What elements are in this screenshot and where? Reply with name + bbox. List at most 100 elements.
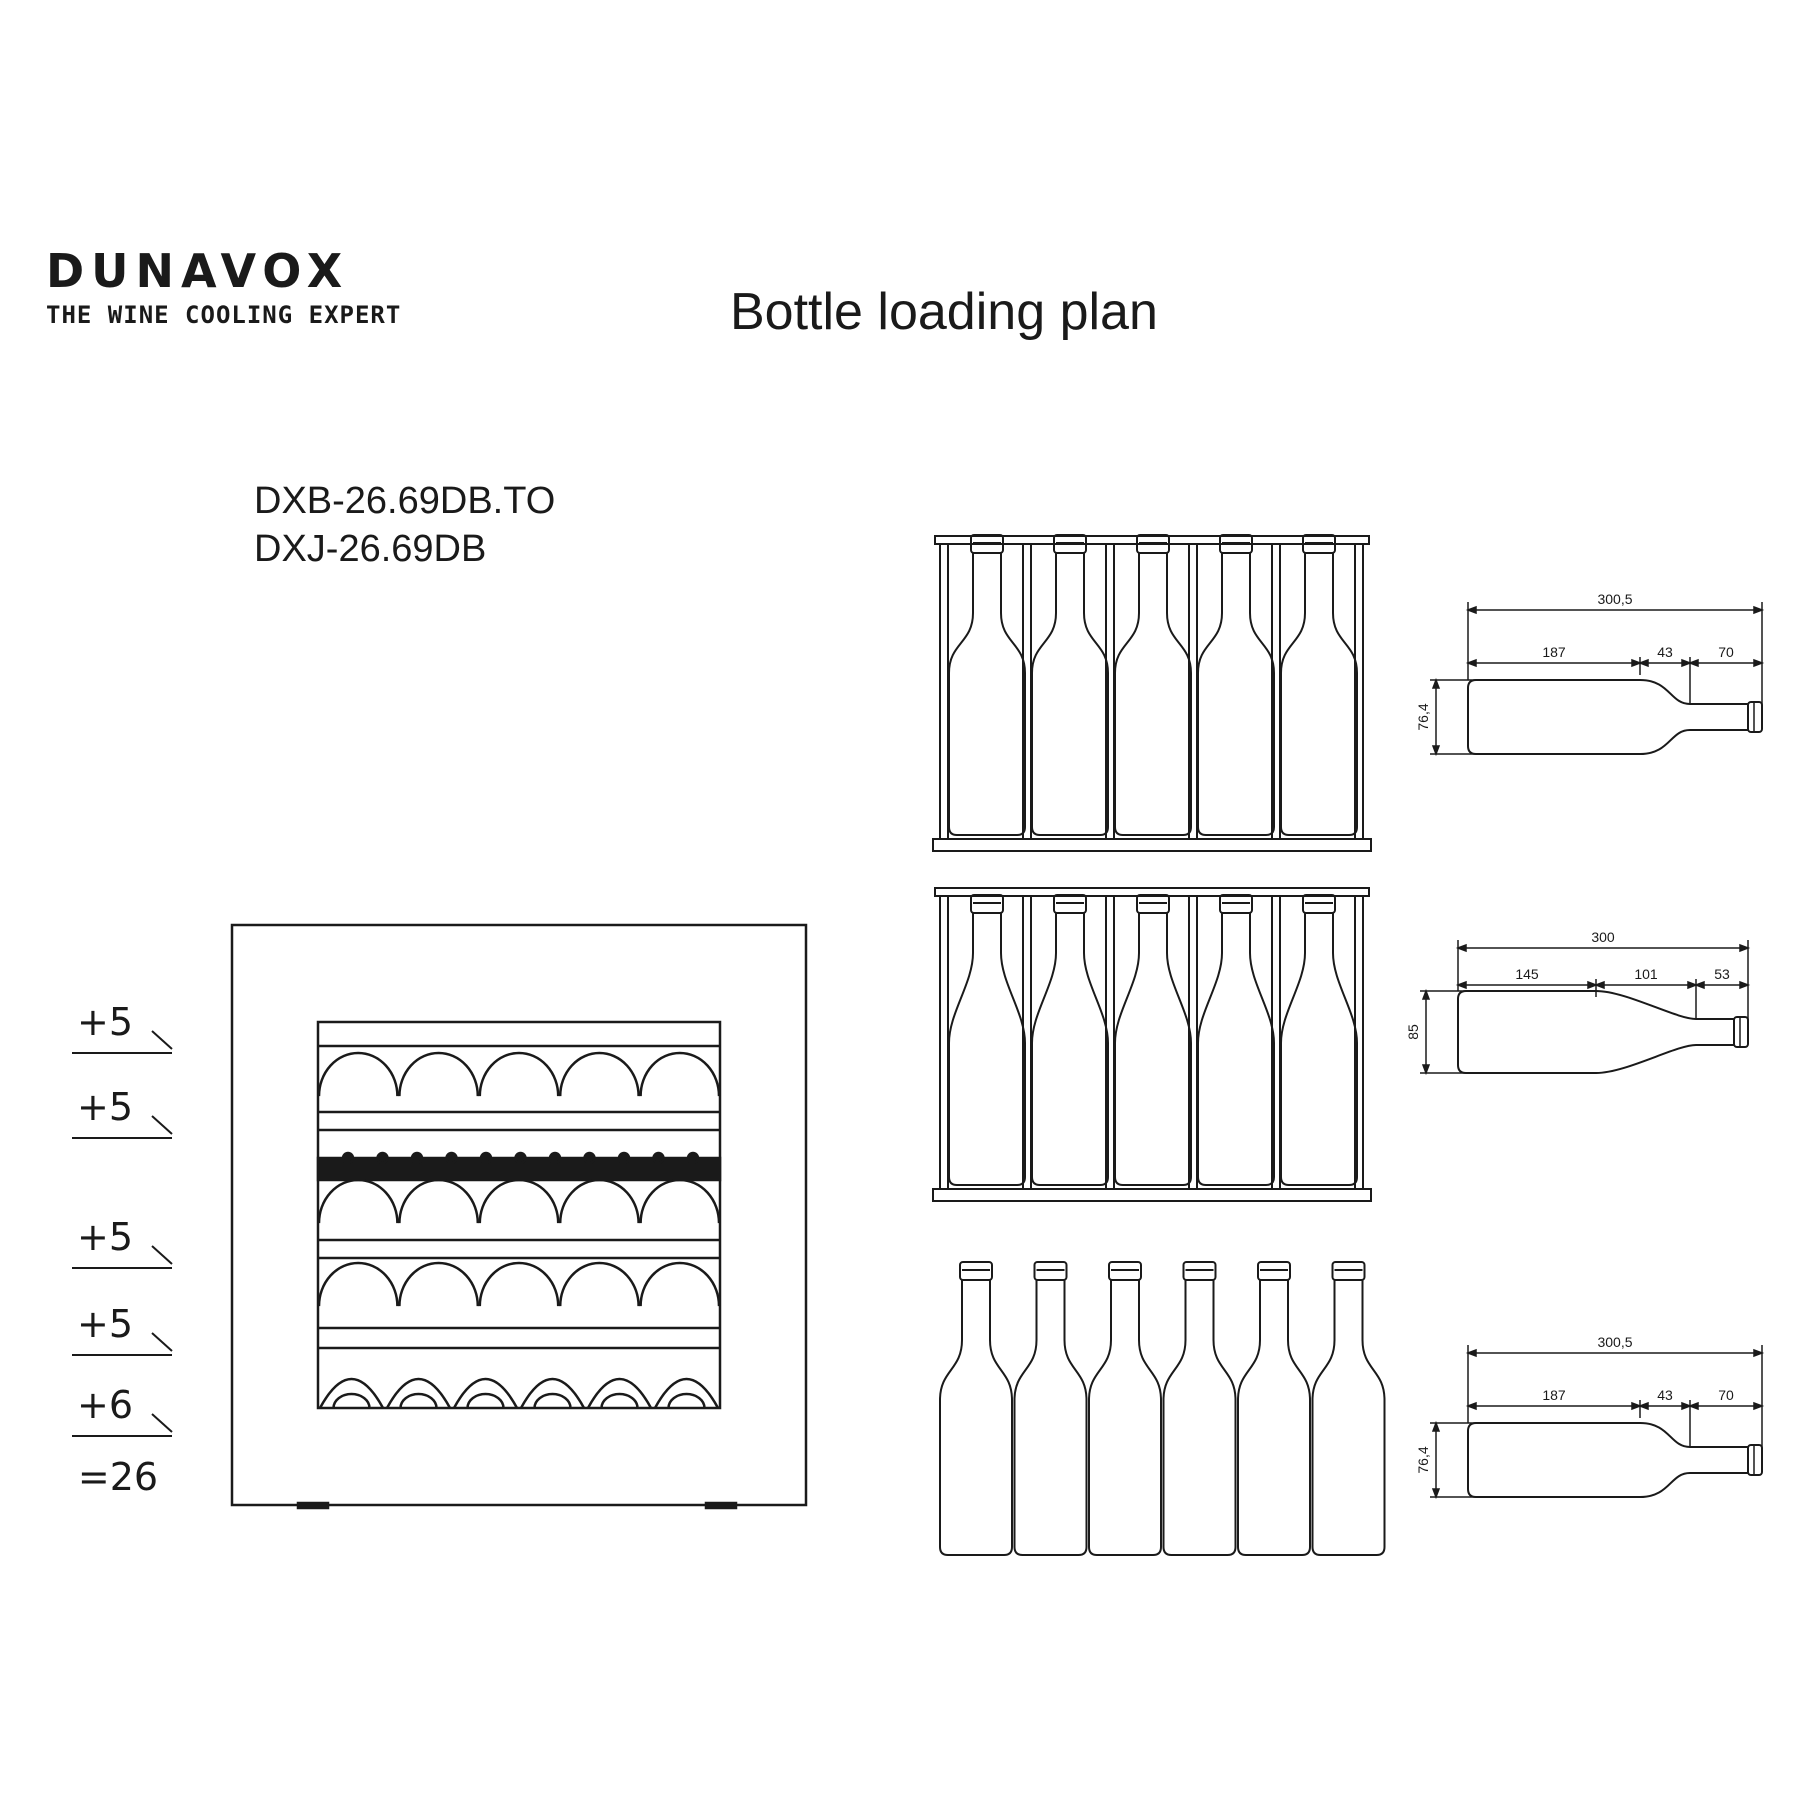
brand-tagline: THE WINE COOLING EXPERT <box>46 301 402 329</box>
upright-bottle <box>1031 553 1109 836</box>
cabinet-inner-window <box>316 1020 722 1410</box>
upright-bottle <box>1114 553 1192 836</box>
shelf-bump <box>514 1151 527 1165</box>
shelf-bump <box>652 1151 665 1165</box>
shelf-count-3: +5 <box>77 1215 133 1259</box>
upright-bottle <box>948 553 1026 836</box>
dimension-body: 187 <box>1542 1387 1566 1403</box>
bottle-end-arc <box>478 1051 560 1097</box>
brand-logo-name: DUNAVOX <box>46 244 350 298</box>
upright-bottle <box>1311 1280 1386 1556</box>
dimension-neck: 70 <box>1718 1387 1734 1403</box>
shelf-count-column: +5 +5 +5 +5 +6 =26 <box>72 1000 173 1499</box>
dimension-body: 187 <box>1542 644 1566 660</box>
dimension-diameter: 85 <box>1405 1024 1421 1040</box>
bottle-cap <box>1136 894 1170 914</box>
dimension-arrow <box>1687 658 1699 668</box>
shelf-bump <box>583 1151 596 1165</box>
shelf-bump <box>410 1151 424 1165</box>
dimension-shoulder: 43 <box>1657 644 1673 660</box>
bottle-cap <box>1257 1261 1291 1281</box>
dimension-arrow <box>1631 1401 1643 1411</box>
dimension-shoulder: 43 <box>1657 1387 1673 1403</box>
dimension-arrow <box>1431 745 1441 757</box>
dimension-body: 145 <box>1515 966 1539 982</box>
bottle-end-inner <box>600 1392 639 1409</box>
bottle-cap <box>1136 534 1170 554</box>
dimension-arrow <box>1681 1401 1693 1411</box>
shelf-count-2: +5 <box>77 1085 133 1129</box>
bottle-end-inner <box>667 1392 706 1409</box>
bottle-cap <box>959 1261 993 1281</box>
bottle-end-arc <box>639 1261 721 1307</box>
dimension-arrow <box>1587 980 1599 990</box>
bottle-cap <box>1108 1261 1142 1281</box>
dimension-arrow <box>1465 605 1477 615</box>
dimension-arrow <box>1687 1401 1699 1411</box>
cabinet-foot <box>704 1501 738 1510</box>
upright-bottle <box>1280 913 1358 1186</box>
bottle-side-outline <box>1457 990 1735 1074</box>
upright-bottle <box>1162 1280 1237 1556</box>
dimension-length: 300,5 <box>1597 1334 1632 1350</box>
bottle-end-arc <box>385 1377 452 1409</box>
shelf-bump <box>617 1151 631 1165</box>
shelf-bump <box>548 1151 562 1165</box>
dimension-shoulder: 101 <box>1634 966 1658 982</box>
bottle-end-arc <box>318 1377 385 1409</box>
bottle-cap <box>1331 1261 1366 1281</box>
bottle-end-arc <box>317 1261 399 1307</box>
bottle-cap <box>970 894 1004 914</box>
upright-bottle <box>1237 1280 1311 1556</box>
bottle-end-arc <box>452 1377 519 1409</box>
upright-bottle <box>1280 553 1358 836</box>
dimension-arrow <box>1693 980 1705 990</box>
dimension-arrow <box>1593 980 1605 990</box>
shelf-pointer-icon <box>151 1115 173 1135</box>
dimension-arrow <box>1637 1401 1649 1411</box>
dimension-arrow <box>1465 1401 1477 1411</box>
shelf-count-1: +5 <box>77 1000 133 1044</box>
dimension-arrow <box>1465 658 1477 668</box>
bottle-cap <box>1747 1444 1763 1476</box>
rack-bottom-bar <box>932 1188 1372 1202</box>
bottle-cap <box>970 534 1004 554</box>
shelf-count-5: +6 <box>77 1383 133 1427</box>
bottle-end-arc <box>398 1261 480 1307</box>
bottle-cap <box>1219 894 1253 914</box>
rack-bottom-bar <box>932 838 1372 852</box>
shelf-bump <box>686 1151 700 1165</box>
total-count: =26 <box>78 1455 158 1499</box>
dimension-arrow <box>1753 658 1765 668</box>
bottle-end-arc <box>586 1377 653 1409</box>
upright-bottle <box>1031 913 1109 1186</box>
bottle-end-inner <box>533 1392 572 1409</box>
bottle-end-arc <box>639 1051 721 1097</box>
bottle-cap <box>1053 534 1087 554</box>
bottle-cap <box>1182 1261 1217 1281</box>
dimension-arrow <box>1637 658 1649 668</box>
bottle-end-inner <box>399 1392 438 1409</box>
bottle-cap <box>1733 1016 1749 1048</box>
bottle-side-outline <box>1467 679 1749 755</box>
bottle-end-arc <box>653 1377 720 1409</box>
dimension-arrow <box>1421 988 1431 1000</box>
shelf-bump <box>479 1151 493 1165</box>
dimension-diameter: 76,4 <box>1415 1446 1431 1473</box>
dimension-arrow <box>1687 980 1699 990</box>
model-number-1: DXB-26.69DB.TO <box>254 480 556 522</box>
upright-bottle <box>1197 913 1275 1186</box>
dimension-arrow <box>1431 677 1441 689</box>
dimension-arrow <box>1753 605 1765 615</box>
shelf-count-4: +5 <box>77 1302 133 1346</box>
dimension-arrow <box>1431 1488 1441 1500</box>
dimension-arrow <box>1455 980 1467 990</box>
bottle-end-inner <box>466 1392 505 1409</box>
bottle-end-arc <box>519 1377 586 1409</box>
bottle-end-arc <box>478 1178 560 1224</box>
upright-bottle <box>1114 913 1192 1186</box>
upright-bottle <box>948 913 1026 1186</box>
